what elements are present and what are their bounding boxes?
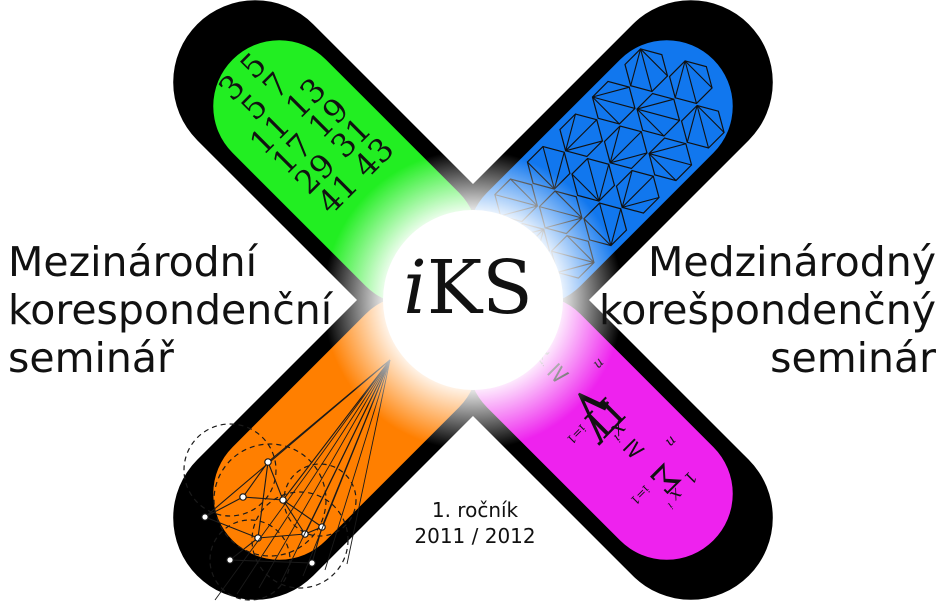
construction-line [242, 461, 269, 498]
construction-line [282, 499, 306, 535]
hexagon [648, 137, 693, 182]
construction-point [264, 458, 272, 466]
construction-point [308, 559, 316, 567]
czech-title: Mezinárodní korespondenční seminář [8, 238, 332, 382]
slovak-title-line-1: Medzinárodný [648, 238, 936, 286]
construction-line [282, 499, 323, 528]
formula-glyph: i [665, 500, 675, 510]
slovak-title-line-2: korešpondenčný [598, 286, 936, 334]
czech-title-line-3: seminář [8, 334, 174, 382]
fan-line [214, 359, 391, 601]
logo-ks: KS [426, 245, 533, 331]
construction-point [226, 556, 234, 564]
edition-volume: 1. ročník [431, 498, 519, 522]
construction-circle [183, 423, 277, 517]
hexagon [603, 125, 648, 170]
construction-line [257, 533, 306, 539]
slovak-title-line-3: seminár [770, 334, 936, 382]
hexagon [624, 48, 669, 93]
center-disc [383, 210, 563, 390]
construction-point [239, 493, 247, 501]
iks-logo-text: iKS [378, 248, 558, 328]
construction-point [279, 496, 287, 504]
hexagon [591, 80, 636, 125]
hexagon [636, 92, 681, 137]
construction-line [267, 461, 284, 501]
hexagon [615, 169, 660, 214]
czech-title-line-1: Mezinárodní [8, 238, 258, 286]
logo-italic-i: i [403, 245, 427, 331]
construction-line [204, 496, 244, 518]
construction-point [201, 513, 209, 521]
construction-line [229, 537, 259, 561]
hexagon [559, 113, 604, 158]
construction-circle [251, 491, 349, 589]
hexagon [668, 60, 713, 105]
edition-years: 2011 / 2012 [414, 524, 536, 548]
edition-info: 1. ročník 2011 / 2012 [395, 497, 555, 549]
czech-title-line-2: korespondenční [8, 286, 333, 334]
construction-circle [209, 519, 291, 601]
construction-line [204, 516, 259, 539]
hexagon [680, 104, 725, 149]
slovak-title: Medzinárodný korešpondenčný seminár [599, 238, 936, 382]
construction-line [257, 461, 269, 539]
